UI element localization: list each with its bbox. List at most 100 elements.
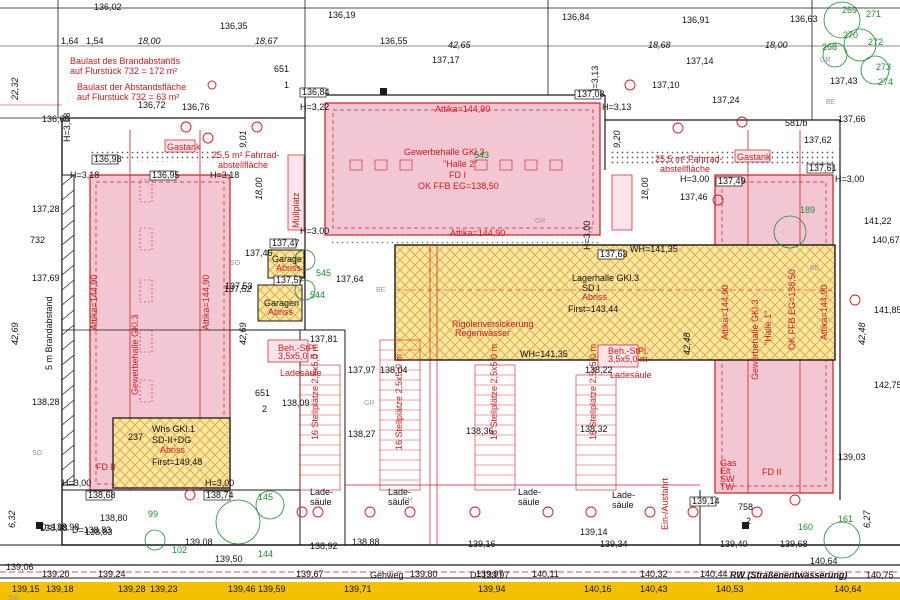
boxed-level: 136,98: [94, 154, 122, 164]
note-muellplatz: Müllplatz: [291, 192, 301, 228]
dim-side: 42,69: [10, 322, 20, 345]
building-halle-2: [324, 102, 601, 236]
tree-number: 272: [868, 37, 883, 47]
tree-number: 543: [474, 150, 489, 160]
garagen-abriss: Abriss: [268, 307, 294, 317]
height-label: H=3,00: [62, 478, 91, 488]
note-lade: Lade-: [612, 490, 635, 500]
level: 137,97: [348, 365, 376, 375]
boxed-level: 138,74: [206, 490, 234, 500]
height-label: H=3,18: [70, 170, 99, 180]
tree-number: 189: [800, 205, 815, 215]
level: 138,32: [580, 424, 608, 434]
level: 139,20: [42, 569, 70, 579]
tree-number: 274: [878, 77, 893, 87]
level: 139,18: [46, 584, 74, 594]
dim-side: 42,48: [682, 332, 692, 355]
parcel-758: 758: [738, 502, 753, 512]
level: 137,62: [804, 135, 832, 145]
dim-mid: 18,00: [254, 177, 264, 200]
height-label: H=3,18: [62, 113, 72, 142]
level: 140,75: [866, 570, 894, 580]
boxed-level: 139,14: [692, 496, 720, 506]
level: 139,16: [468, 539, 496, 549]
halle2-sub: "Halle 2": [443, 159, 477, 169]
level: 138,27: [348, 429, 376, 439]
level: 139,06: [6, 562, 34, 572]
right-attika-2: Attika=144,90: [819, 285, 829, 340]
tree-number: 545: [316, 268, 331, 278]
left-title: Gewerbehalle GKl.3: [130, 314, 140, 395]
dim-top: 1,64: [61, 36, 79, 46]
level: 140,32: [640, 569, 668, 579]
level: 139,80: [410, 569, 438, 579]
dim-mid: 9,20: [612, 130, 622, 148]
whs-abriss: Abriss: [160, 445, 186, 455]
note-baulast-2: auf Flurstück 732 = 63 m²: [77, 92, 179, 102]
dim-top: 18,67: [255, 36, 279, 46]
dim-top: 18,68: [648, 40, 671, 50]
gas-label: Gas: [720, 458, 737, 468]
road-strip: [0, 582, 900, 600]
level: 140,53: [716, 584, 744, 594]
level: 136,91: [682, 15, 710, 25]
level: 140,67: [872, 235, 900, 245]
boxed-level: 137,49: [718, 176, 746, 186]
parcel-651-2: 651: [255, 388, 270, 398]
level: 136,35: [220, 21, 248, 31]
level: 141,85: [874, 305, 900, 315]
height-label: H=3,00: [680, 174, 709, 184]
tree-number: 144: [258, 549, 273, 559]
note-ladesaeule: Ladesäule: [610, 370, 652, 380]
parcel-237: 237: [128, 432, 143, 442]
d-value: D=139,97: [470, 570, 509, 580]
lager-abriss: Abriss: [582, 292, 608, 302]
note-baulast-1: auf Flurstück 732 = 172 m²: [70, 66, 177, 76]
whs-sd: SD-II+DG: [152, 435, 191, 445]
level: 141,22: [864, 216, 892, 226]
gr-marker: GR: [820, 57, 831, 64]
note-rw: RW (Straßenentwässerung): [730, 570, 847, 580]
gas-label: Elt: [720, 466, 731, 476]
level: 140,64: [810, 556, 838, 566]
height-label: H=3,13: [602, 102, 631, 112]
note-fahrrad-1: abstellfläche: [218, 160, 268, 170]
be-marker: BE: [826, 99, 836, 106]
level: 140,64: [834, 584, 862, 594]
halle2-attika-bottom: Attika=144,90: [450, 228, 505, 238]
note-stellplaetze: 16 Stellplätze 2,5x5,0 m: [489, 344, 499, 440]
halle2-fd: FD I: [449, 170, 466, 180]
garagen-title: Garagen: [264, 298, 299, 308]
note-rigolen: Rigolenversickerung: [452, 319, 534, 329]
level: 138,04: [380, 365, 408, 375]
parcel-651-2: 2: [262, 404, 267, 414]
level: 139,28: [118, 584, 146, 594]
level: 139,71: [344, 584, 372, 594]
gr-marker: GR: [535, 218, 546, 225]
note-gastank: Gastank: [167, 142, 201, 152]
dim-top: 18,00: [765, 40, 788, 50]
note-beh-1: 3,5x5,0 m: [278, 351, 318, 361]
so-marker: SO: [32, 450, 43, 457]
lager-sd: SD I: [582, 283, 600, 293]
garage-title: Garage: [272, 254, 302, 264]
height-label: H=3,00: [300, 226, 329, 236]
level: 136,76: [182, 102, 210, 112]
level: 139,34: [600, 539, 628, 549]
level: 137,14: [686, 56, 714, 66]
level: 140,43: [640, 584, 668, 594]
dim-side: 22,32: [10, 77, 20, 101]
right-ok: OK FFB EG=138,50: [787, 269, 797, 350]
lager-title: Lagerhalle GKl.3: [572, 273, 639, 283]
dim-top: 1,54: [86, 36, 104, 46]
tree-number: 99: [148, 509, 158, 519]
level: 140,44: [700, 569, 728, 579]
building-garage: [267, 249, 305, 279]
gh-marker: GH: [402, 497, 413, 504]
level: 139,67: [296, 569, 324, 579]
note-saeule: säule: [388, 497, 410, 507]
tree-number: 269: [842, 5, 857, 15]
level: 137,64: [336, 274, 364, 284]
